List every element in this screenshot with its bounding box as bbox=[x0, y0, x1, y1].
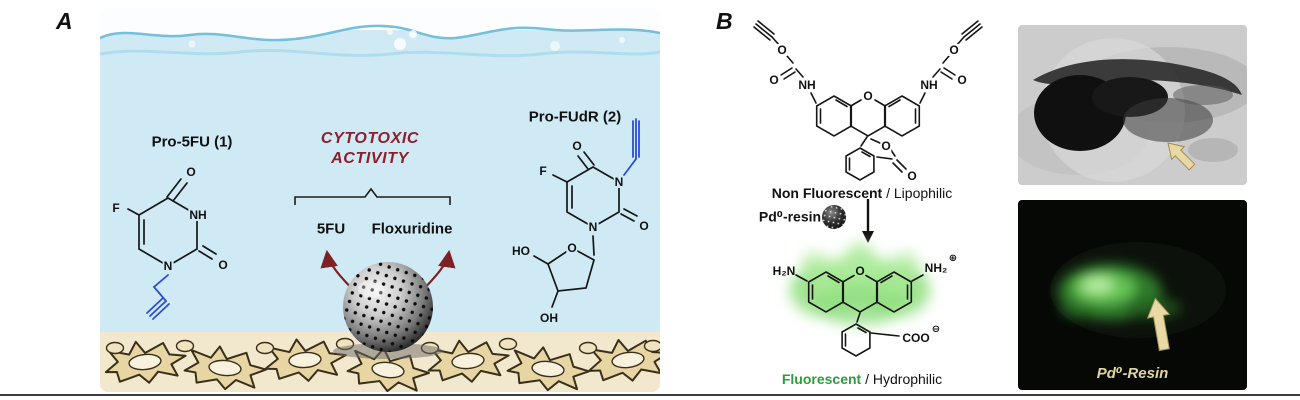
brightfield-micrograph-image bbox=[1018, 25, 1247, 185]
atom-label-n: N bbox=[162, 259, 174, 273]
atom-label-nh: NH bbox=[188, 208, 208, 222]
reaction-down-arrow bbox=[862, 199, 874, 243]
panel-a: Pro-5FU (1) Pro-FUdR (2) CYTOTOXIC ACTIV… bbox=[100, 8, 660, 392]
nonfluorescent-probe-structure bbox=[753, 20, 983, 181]
pro-5fu-label: Pro-5FU (1) bbox=[151, 133, 233, 151]
products-bracket bbox=[294, 187, 451, 205]
non-fluorescent-label: Non Fluorescent bbox=[771, 185, 883, 201]
fluorescent-caption: Fluorescent / Hydrophilic bbox=[782, 371, 942, 387]
atom-label-o: O bbox=[948, 43, 960, 57]
fluorescence-micrograph: Pd⁰-Resin bbox=[1018, 200, 1247, 390]
atom-label-h2n: H₂N bbox=[772, 264, 796, 278]
atom-label-n: N bbox=[587, 220, 599, 234]
atom-label-coo: COO bbox=[902, 331, 930, 345]
cytotoxic-activity-line2: ACTIVITY bbox=[331, 150, 409, 167]
panel-b-label: B bbox=[716, 8, 733, 34]
atom-label-f: F bbox=[111, 201, 121, 215]
non-fluorescent-caption: Non Fluorescent / Lipophilic bbox=[772, 185, 953, 201]
fluorescent-product-structure bbox=[795, 271, 924, 357]
atom-label-nh2: NH₂ bbox=[924, 261, 948, 275]
palladium-resin-sphere bbox=[333, 262, 443, 359]
atom-label-o: O bbox=[776, 43, 788, 57]
product-5fu-label: 5FU bbox=[316, 220, 346, 238]
panel-a-label: A bbox=[56, 8, 73, 34]
panel-b-art bbox=[753, 20, 983, 357]
propargyl-chain bbox=[623, 118, 640, 176]
figure-bottom-rule bbox=[0, 394, 1300, 396]
atom-label-o: O bbox=[217, 258, 229, 272]
atom-label-ho: HO bbox=[511, 244, 531, 258]
cytotoxic-activity-line1: CYTOTOXIC bbox=[320, 130, 420, 147]
panel-b-scheme: O O NH O NH O O O O H₂N O NH₂ ⊕ COO ⊖ No… bbox=[710, 0, 1020, 400]
pd-resin-label: Pd⁰-resin bbox=[758, 208, 822, 225]
atom-label-o: O bbox=[956, 73, 968, 87]
atom-label-o: O bbox=[768, 73, 780, 87]
atom-label-o: O bbox=[571, 139, 583, 153]
plus-charge-icon: ⊕ bbox=[948, 253, 958, 264]
pointer-arrow-icon bbox=[1146, 297, 1171, 352]
atom-label-n: N bbox=[613, 175, 625, 189]
product-floxuridine-label: Floxuridine bbox=[371, 220, 453, 238]
atom-label-nh: NH bbox=[919, 78, 939, 92]
fluorescence-micrograph-image bbox=[1018, 200, 1247, 390]
atom-label-nh: NH bbox=[797, 78, 817, 92]
lipophilic-label: / Lipophilic bbox=[882, 185, 953, 201]
pro-fudr-label: Pro-FUdR (2) bbox=[528, 108, 622, 126]
atom-label-o: O bbox=[638, 219, 650, 233]
pd-resin-sphere-icon bbox=[822, 205, 846, 229]
atom-label-o: O bbox=[880, 139, 892, 153]
minus-charge-icon: ⊖ bbox=[931, 324, 941, 335]
pointer-arrow-icon bbox=[1167, 142, 1196, 171]
atom-label-o: O bbox=[566, 241, 578, 255]
atom-label-o: O bbox=[855, 264, 865, 278]
atom-label-o: O bbox=[185, 165, 197, 179]
atom-label-o: O bbox=[906, 169, 918, 183]
atom-label-o: O bbox=[862, 89, 874, 103]
atom-label-f: F bbox=[538, 164, 548, 178]
fluorescent-label: Fluorescent bbox=[781, 371, 862, 387]
brightfield-micrograph bbox=[1018, 25, 1247, 185]
atom-label-oh: OH bbox=[539, 311, 559, 325]
propargyl-chain bbox=[146, 274, 170, 320]
panel-a-art bbox=[100, 8, 660, 392]
hydrophilic-label: / Hydrophilic bbox=[861, 371, 943, 387]
pd-resin-caption: Pd⁰-Resin bbox=[1096, 365, 1169, 382]
